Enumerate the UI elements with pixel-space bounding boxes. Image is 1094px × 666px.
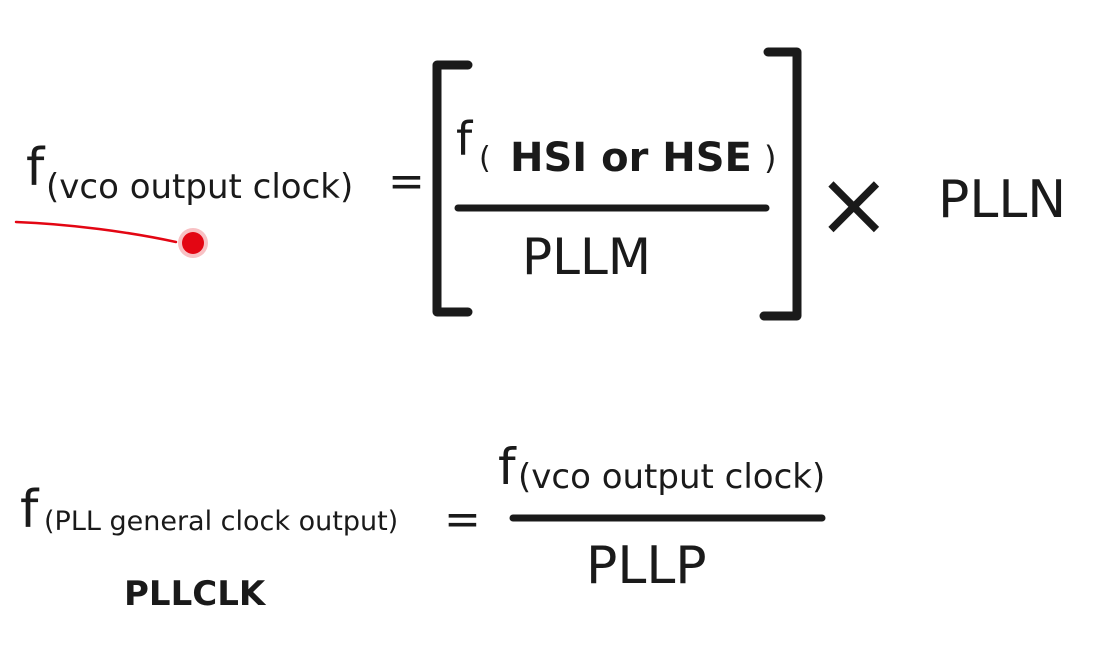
red-pointer-dot (182, 232, 204, 254)
left-bracket (432, 60, 473, 317)
vco-denominator: PLLM (522, 228, 652, 286)
vco-numerator-paren-open: ( (479, 141, 491, 176)
pll-equals-sign: = (444, 494, 481, 545)
pll-lhs-f: f (20, 480, 39, 540)
vco-lhs-subscript: (vco output clock) (46, 167, 354, 207)
vco-numerator-paren-close: ) (764, 139, 777, 177)
pll-denominator: PLLP (586, 536, 707, 596)
right-bracket (759, 47, 802, 321)
vco-equals-sign: = (388, 156, 425, 207)
pllclk-annotation: PLLCLK (124, 574, 266, 614)
red-annotation-underline (14, 220, 178, 244)
vco-lhs-f: f (26, 138, 45, 198)
red-pointer-glow (178, 228, 208, 258)
pll-numerator-subscript: (vco output clock) (518, 457, 826, 497)
pll-numerator-f: f (498, 438, 516, 496)
pll-lhs-subscript: (PLL general clock output) (44, 506, 399, 537)
multiply-sign: × (816, 152, 892, 257)
vco-numerator-f: f (456, 112, 473, 166)
vco-multiplier: PLLN (938, 170, 1067, 230)
vco-numerator-source: HSI or HSE (510, 135, 752, 181)
